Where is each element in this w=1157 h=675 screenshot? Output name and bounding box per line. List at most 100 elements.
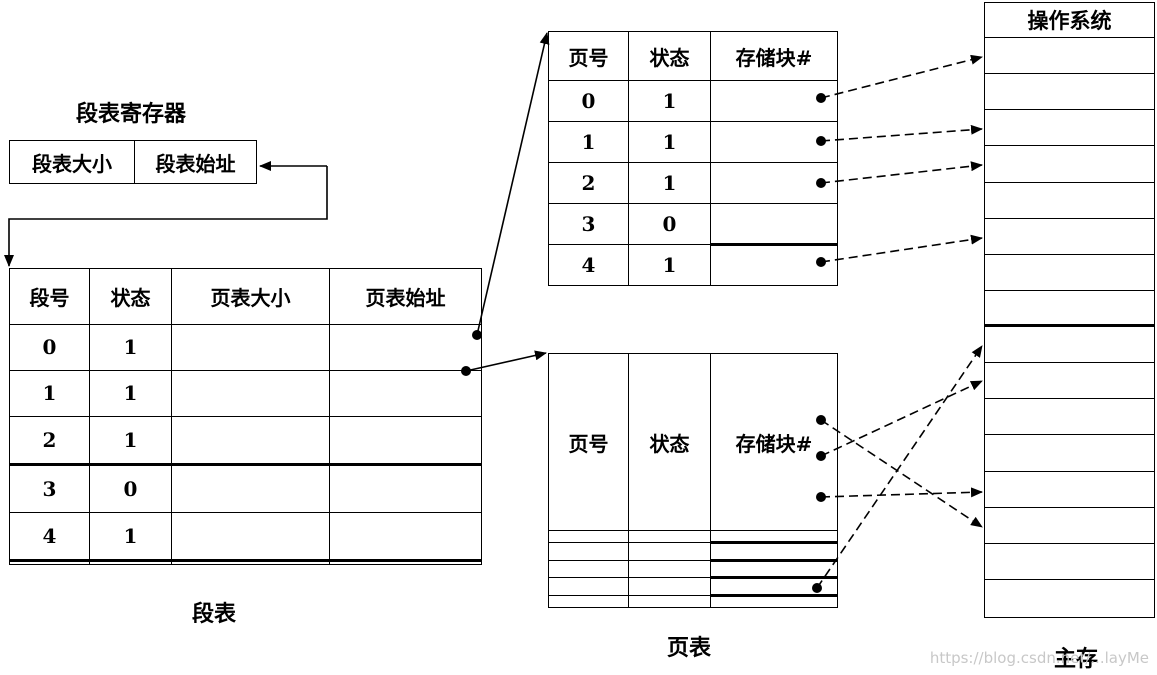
memory-block [985,363,1154,400]
watermark: https://blog.csdn.net/...layMe [929,649,1149,667]
col-status: 状态 [628,30,711,82]
memory-block [985,183,1154,219]
page-b0-to-memory-arrow [820,419,983,528]
memory-block [985,472,1154,508]
os-region: 操作系统 [985,3,1154,38]
page-number: 0 [548,80,629,123]
col-status: 状态 [628,352,711,532]
pointer-dot [816,415,826,425]
col-page-number: 页号 [548,352,629,532]
segment-table-base-cell: 段表始址 [134,140,257,184]
col-page-number: 页号 [548,30,629,82]
page-table-b-header: 页号 状态 存储块# [548,352,838,532]
segment-register: 段表大小 段表始址 [9,140,257,184]
block-number [710,530,838,544]
memory-block [985,327,1154,364]
page-a0-to-memory-arrow [820,54,983,99]
page-status: 0 [628,203,711,245]
memory-block [985,544,1154,580]
page-number: 3 [548,203,629,245]
segment0-to-page-table-a-arrow [476,32,550,336]
memory-block [985,255,1154,291]
segment-table-header: 段号 状态 页表大小 页表始址 [9,268,482,325]
table-row [9,560,482,565]
page-status: 1 [628,80,711,123]
segment-register-title: 段表寄存器 [76,101,187,127]
pointer-dot [472,330,482,340]
page-table-base [329,415,482,467]
page-table-b: 页号 状态 存储块# [548,352,838,608]
block-number [710,559,838,580]
page-table-caption: 页表 [667,635,712,661]
page-a1-to-memory-arrow [820,124,983,142]
page-a4-to-memory-arrow [820,234,983,263]
segment-table-caption: 段表 [192,601,237,627]
page-table-base [329,464,482,514]
memory-block [985,219,1154,255]
block-number [710,80,838,123]
page-table-a-header: 页号 状态 存储块# [548,30,838,82]
pointer-dot [816,492,826,502]
segment-table-size-cell: 段表大小 [9,140,135,184]
pointer-dot [816,257,826,267]
segment-number: 2 [9,415,90,467]
segment-status: 1 [89,512,172,563]
page-table-size [171,415,330,467]
page-b1-to-memory-arrow [820,380,983,457]
page-table-base [329,560,482,565]
pointer-dot [816,178,826,188]
page-status: 1 [628,162,711,205]
memory-block [985,74,1154,111]
memory-block [985,291,1154,327]
table-row [548,542,838,562]
col-segment-number: 段号 [9,268,90,325]
pointer-dot [816,451,826,461]
register-to-segment-table-arrow [4,166,328,267]
col-block-number: 存储块# [710,352,838,532]
memory-block [985,508,1154,544]
table-row [548,595,838,608]
segment-status: 1 [89,369,172,418]
pointer-dot [816,136,826,146]
memory-blocks [985,38,1154,616]
memory-block [985,146,1154,183]
block-number [710,595,838,608]
main-memory: 操作系统 [984,2,1155,618]
pointer-dot [812,583,822,593]
col-page-table-size: 页表大小 [171,268,330,325]
block-number [710,542,838,562]
segment1-to-page-table-b-arrow [465,350,547,372]
memory-block [985,399,1154,436]
col-block-number: 存储块# [710,30,838,82]
block-number [710,577,838,598]
col-page-table-base: 页表始址 [329,268,482,325]
block-number [710,243,838,287]
memory-block [985,435,1154,472]
os-label: 操作系统 [1027,8,1112,33]
page-number: 1 [548,121,629,164]
memory-block [985,110,1154,147]
page-b2-to-memory-arrow [820,487,983,498]
page-a2-to-memory-arrow [820,161,983,184]
page-table-size [171,464,330,514]
page-table-base [329,369,482,418]
page-b4-to-memory-arrow [816,345,983,589]
memory-block [985,38,1154,75]
col-status: 状态 [89,268,172,325]
pointer-dot [461,366,471,376]
page-table-base [329,512,482,563]
pointer-dot [816,93,826,103]
segment-number: 4 [9,512,90,563]
page-table-size [171,369,330,418]
